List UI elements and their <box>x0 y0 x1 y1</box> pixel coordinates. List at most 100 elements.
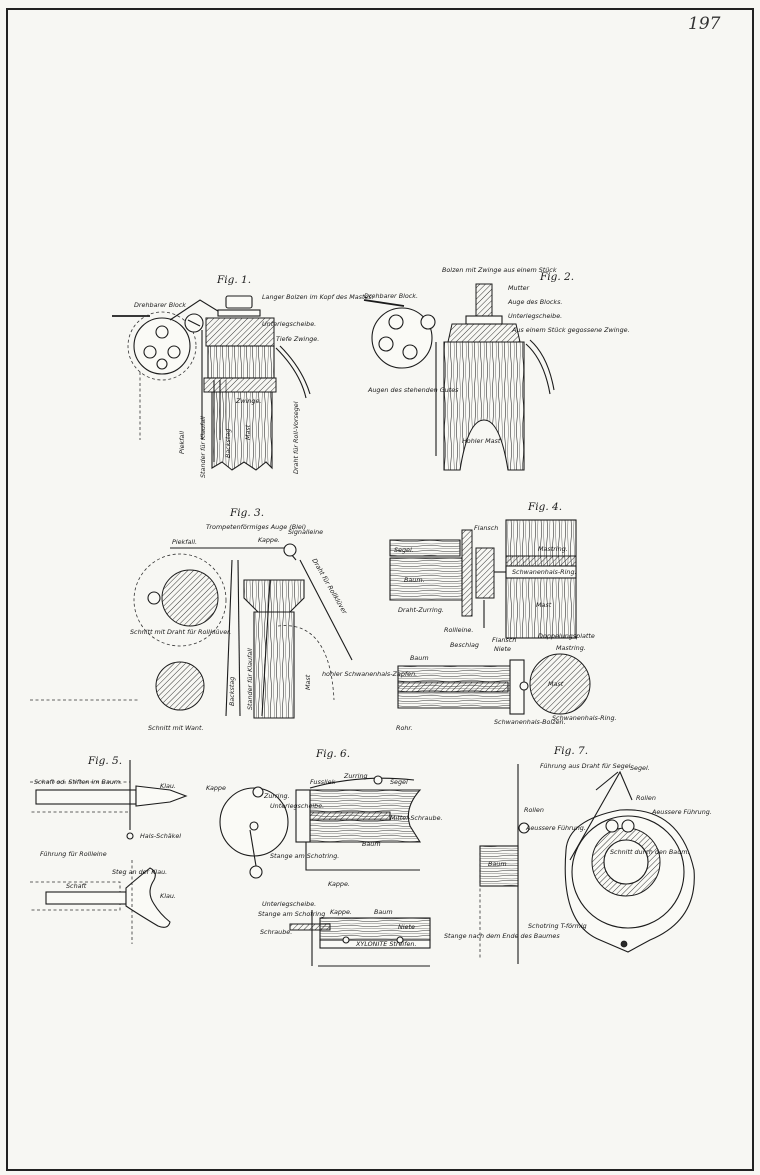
fig3-label-signal: Signalleine <box>288 528 323 536</box>
fig1-block-wheel <box>133 317 191 375</box>
fig6-screw <box>289 923 331 931</box>
fig2-wheel-hole <box>378 336 394 352</box>
fig2-label-cast: Aus einem Stück gegossene Zwinge. <box>511 326 630 334</box>
fig3-label-trompete: Trompetenförmiges Auge (Blei) <box>206 523 306 531</box>
fig7-label-aeussere2: Aeussere Führung. <box>651 808 712 816</box>
fig5-jaw-top <box>135 785 188 807</box>
fig2-label-mast: Hohler Mast <box>462 437 501 445</box>
fig6-label-segel: Segel <box>390 778 408 786</box>
fig4-flange <box>461 529 473 617</box>
fig1-title: Fig. 1. <box>216 274 251 286</box>
fig2-title: Fig. 2. <box>539 271 574 283</box>
fig4-label-beschlag: Beschlag <box>450 641 479 649</box>
fig4-label-mastring2: Mastring. <box>556 644 586 652</box>
fig6-rivet <box>396 936 404 944</box>
fig6-label-rod2: Stange am Schotring <box>258 910 325 918</box>
fig5-jaw-bottom <box>125 867 171 928</box>
fig4-label-zurring: Draht-Zurring. <box>398 606 444 614</box>
fig1-mast-head <box>207 345 275 379</box>
fig5-label-schaft2: Schaft <box>66 882 87 890</box>
fig4-label-rohr: Rohr. <box>396 724 412 732</box>
fig5-label-schaekel: Hals-Schäkel <box>140 832 181 840</box>
fig5-label-schaft: Schaft od. Stiften im Baum. <box>34 778 122 786</box>
fig4-label-ring2: Schwanenhals-Ring. <box>552 714 617 722</box>
fig3-label-mast: Mast <box>304 674 312 690</box>
fig5-shaft-bottom <box>45 891 127 905</box>
fig2-label-block: Drehbarer Block. <box>364 292 418 300</box>
fig4-label-bolzen: Schwanenhals-Bolzen. <box>494 718 566 726</box>
fig6-cap-side <box>295 789 311 843</box>
fig7-wire-guide <box>569 770 633 861</box>
fig6-label-rod: Stange am Schotring. <box>270 852 339 860</box>
fig6-title: Fig. 6. <box>315 748 350 760</box>
fig6-foot-rope <box>309 777 415 789</box>
fig4-swivel <box>475 547 495 599</box>
fig2-stay <box>529 339 555 391</box>
figure-6: Fig. 6. Zurring. Fussliek Zu <box>206 748 443 967</box>
fig4-sail <box>389 539 461 557</box>
fig3-label-stander: Stander für Klaufall <box>246 648 254 710</box>
fig7-label-baum: Baum <box>488 860 507 868</box>
fig7-label-segel: Segel. <box>630 764 650 772</box>
fig6-rivet <box>342 936 350 944</box>
fig2-wheel-hole <box>388 314 404 330</box>
fig1-deep-band <box>205 317 275 347</box>
fig7-label-rollen2: Rollen <box>636 794 656 802</box>
fig3-mast <box>253 611 295 719</box>
fig3-stay <box>261 579 271 717</box>
fig4-title: Fig. 4. <box>527 501 562 513</box>
fig5-label-fuehrung: Führung für Rollleine <box>40 850 107 858</box>
fig7-label-rollen: Rollen <box>524 806 544 814</box>
fig1-wheel-hole <box>156 358 168 370</box>
fig4-label-mastring: Mastring. <box>538 545 568 553</box>
page-border <box>6 8 754 1171</box>
figure-3: Fig. 3. Trompetenförmiges Auge (Blei) Pi… <box>30 507 353 732</box>
fig1-label-washer: Unterlegscheibe. <box>262 320 316 328</box>
fig1-wheel-hole <box>167 345 181 359</box>
fig3-jib-wire <box>299 559 353 661</box>
fig3-section-wire <box>161 569 219 627</box>
fig4-label-boom: Baum. <box>404 576 425 584</box>
fig3-section-eye <box>147 591 161 605</box>
fig4-label-sail: Segel. <box>394 546 414 554</box>
fig4-label-boom2: Baum <box>410 654 429 662</box>
fig4-label-doppel: Doppelungsplatte <box>538 632 595 640</box>
fig2-label-nut: Mutter <box>508 284 530 292</box>
fig3-label-cap: Kappe. <box>258 536 280 544</box>
figure-5: Fig. 5. Schaft od. Stiften im Baum. Klau… <box>30 755 188 944</box>
figure-2: Fig. 2. Bolzen mit Zwinge aus einem Stüc… <box>363 266 630 471</box>
fig4-pin <box>397 681 509 693</box>
fig7-label-stange: Stange nach dem Ende des Baumes <box>444 932 560 940</box>
fig7-roller <box>518 822 530 834</box>
fig4-rivet <box>519 681 529 691</box>
fig6-label-kappe: Kappe <box>206 784 226 792</box>
fig2-cast-band <box>447 323 521 343</box>
fig3-section-outline <box>133 553 227 647</box>
fig4-mastring <box>505 555 577 567</box>
fig1-label-band: Zwinge. <box>235 397 261 405</box>
fig1-washer <box>217 309 261 317</box>
fig3-stay <box>225 559 233 717</box>
fig1-label-backstag: Backstag <box>224 429 232 458</box>
fig1-wheel-hole <box>155 325 169 339</box>
fig4-label-ring: Schwanenhals-Ring. <box>512 568 577 576</box>
fig5-label-klau: Klau. <box>160 782 176 790</box>
fig6-cap-eye <box>252 786 264 798</box>
fig6-label-screw: Mittel-Schraube. <box>390 814 443 822</box>
fig6-xylonite <box>319 939 431 949</box>
fig6-center-screw <box>249 821 259 831</box>
fig4-label-mast: Mast <box>536 601 552 609</box>
fig4-mast-section <box>529 653 591 715</box>
fig7-boom-side <box>479 845 519 887</box>
fig6-label-washer2: Unterlegscheibe. <box>262 900 316 908</box>
fig1-label-deep-band: Tiefe Zwinge. <box>276 335 319 343</box>
figure-4: Fig. 4. Flansch Segel. Mastring. Baum. S… <box>322 501 617 732</box>
fig4-label-flansch: Flansch <box>474 524 498 532</box>
fig1-label-mast: Mast <box>244 424 252 440</box>
fig6-label-zurring2: Zurring <box>343 772 368 780</box>
figure-7: Fig. 7. Führung aus Draht für Segel. Seg… <box>444 745 712 964</box>
fig6-center-screw-bar <box>299 811 391 821</box>
fig1-block-outline <box>127 311 197 381</box>
